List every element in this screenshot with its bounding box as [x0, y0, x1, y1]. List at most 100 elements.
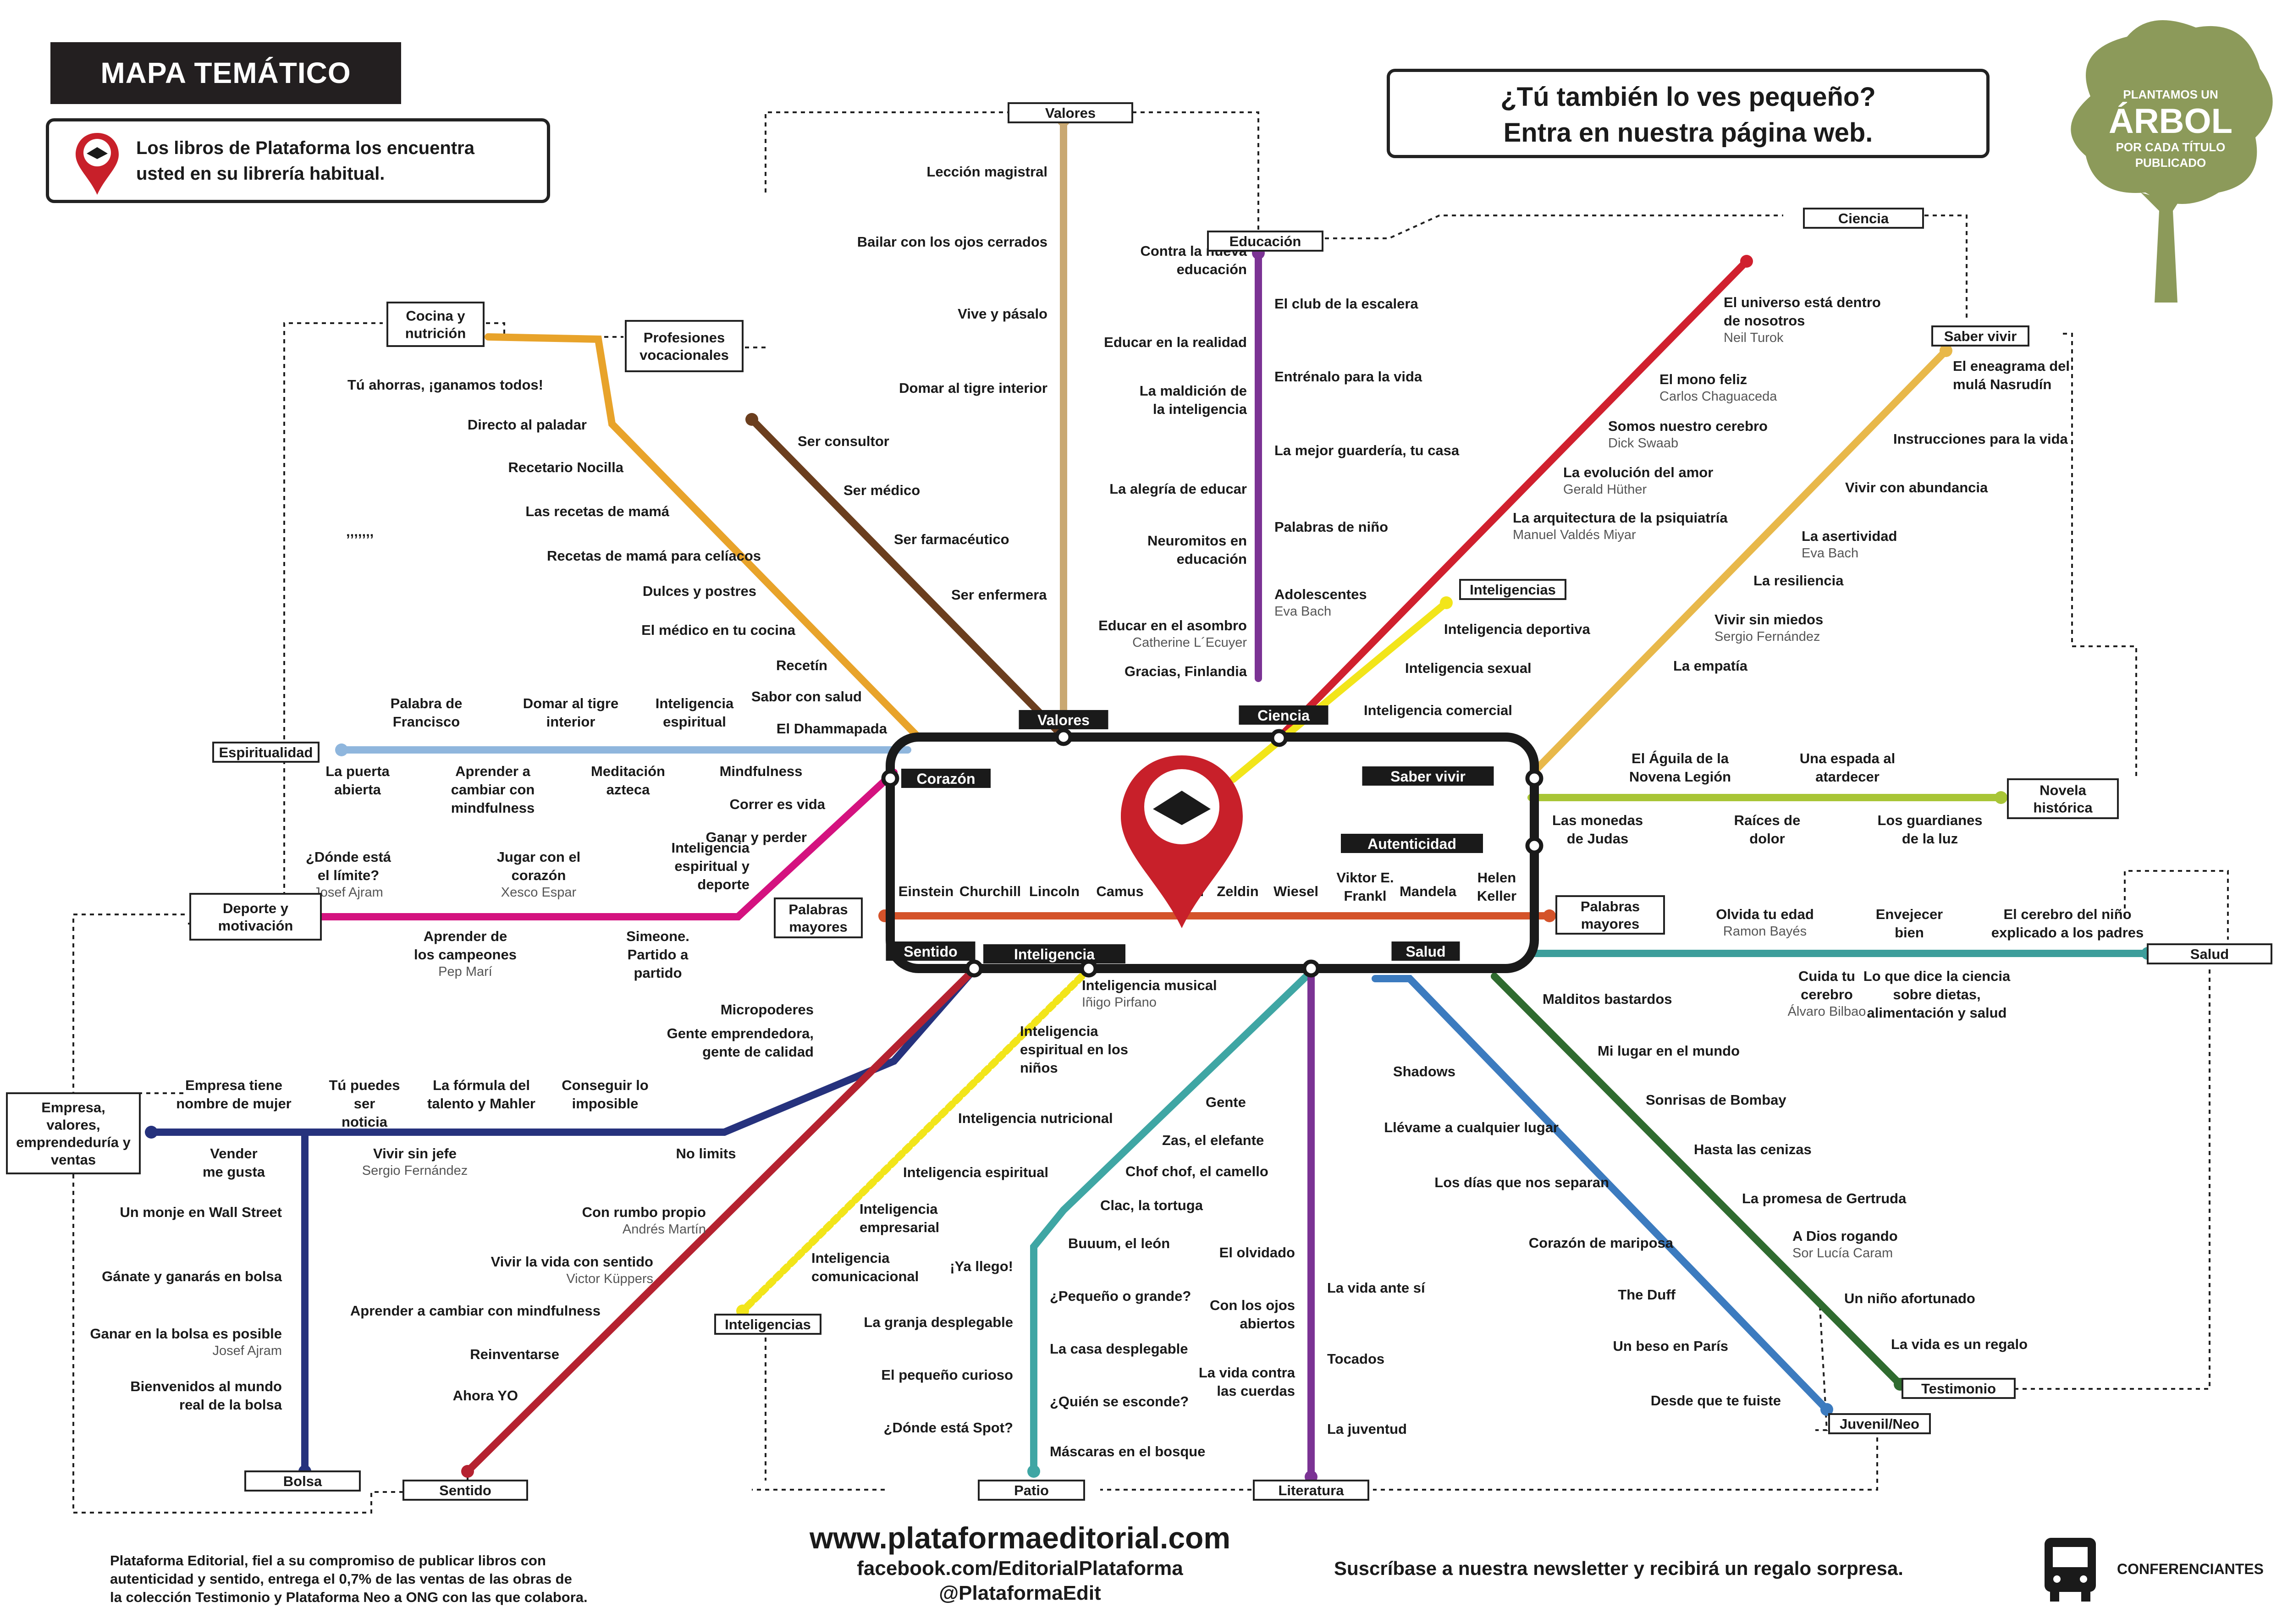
station-stop: Vivir con abundancia — [1845, 479, 1988, 495]
station-title: el límite? — [318, 867, 379, 883]
station-title: La empatía — [1673, 658, 1748, 674]
website-prompt-box[interactable]: ¿Tú también lo ves pequeño? Entra en nue… — [1387, 69, 1990, 158]
ring-station-plate — [901, 769, 991, 788]
station-stop: El club de la escalera — [1274, 296, 1418, 312]
station-title: Dulces y postres — [643, 583, 756, 599]
newsletter-text[interactable]: Suscríbase a nuestra newsletter y recibi… — [1334, 1558, 1903, 1579]
station-stop: Entrénalo para la vida — [1274, 369, 1422, 385]
station-stop: Un beso en París — [1613, 1338, 1728, 1354]
ring-interchange — [1080, 959, 1098, 978]
station-title: abiertos — [1240, 1316, 1295, 1332]
dashed-connector — [1132, 111, 1259, 234]
station-title: Lincoln — [1029, 883, 1080, 899]
station-title: Empresa tiene — [185, 1077, 282, 1093]
station-title: Los días que nos separan — [1434, 1174, 1609, 1190]
station-title: Un monje en Wall Street — [120, 1204, 282, 1220]
station-stop: Máscaras en el bosque — [1050, 1443, 1205, 1459]
speakers-link[interactable]: CONFERENCIANTES — [2117, 1561, 2264, 1577]
station-title: Olvida tu edad — [1716, 906, 1814, 922]
ring-interchange — [965, 959, 983, 978]
dashed-connector — [2063, 333, 2137, 779]
station-stop: Recetín — [776, 657, 827, 673]
terminal-box: Inteligencias — [1459, 579, 1566, 600]
station-author: Sergio Fernández — [1714, 629, 1820, 644]
station-title: Recetín — [776, 657, 827, 673]
station-author: Josef Ajram — [213, 1343, 282, 1358]
terminal-name: Literatura — [1279, 1482, 1345, 1498]
terminal-box: Ciencia — [1803, 208, 1924, 229]
terminal-name: Espiritualidad — [219, 744, 313, 760]
station-title: Novena Legión — [1629, 769, 1731, 785]
info-line-2: usted en su librería habitual. — [136, 164, 385, 184]
terminal-name: valores, — [46, 1117, 100, 1133]
station-title: cerebro — [1801, 986, 1853, 1002]
station-title: ser — [354, 1096, 375, 1112]
station-author: Pep Marí — [438, 964, 492, 979]
station-title: El universo está dentro — [1724, 294, 1881, 310]
station-title: noticia — [342, 1114, 388, 1130]
station-title: Con los ojos — [1210, 1297, 1295, 1313]
station-author: Sergio Fernández — [362, 1163, 468, 1178]
station-author: Carlos Chaguaceda — [1659, 389, 1777, 404]
station-title: Una espada al — [1800, 750, 1895, 766]
station-stop: Palabras de niño — [1274, 519, 1388, 535]
dashed-connector — [765, 111, 1009, 193]
station-title: real de la bolsa — [179, 1397, 282, 1413]
terminal-name: motivación — [218, 918, 293, 934]
website-link[interactable]: www.plataformaeditorial.com — [809, 1521, 1231, 1555]
facebook-link[interactable]: facebook.com/EditorialPlataforma — [857, 1557, 1183, 1580]
station-title: La mejor guardería, tu casa — [1274, 442, 1460, 458]
station-title: partido — [634, 965, 682, 981]
station-author: Sor Lucía Caram — [1792, 1246, 1893, 1261]
map-title: MAPA TEMÁTICO — [50, 42, 401, 104]
station-stop: La promesa de Gertruda — [1742, 1190, 1907, 1206]
station-title: Tocados — [1327, 1351, 1384, 1367]
terminal-box: Sentido — [402, 1480, 528, 1501]
station-title: Palabra de — [391, 695, 463, 711]
station-stop: Un niño afortunado — [1844, 1290, 1975, 1306]
ring-station-name: Saber vivir — [1390, 768, 1466, 785]
station-title: Aprender a — [455, 763, 530, 779]
terminal-frame — [189, 893, 322, 941]
station-title: Correr es vida — [730, 796, 826, 812]
twitter-link[interactable]: @PlataformaEdit — [939, 1582, 1101, 1604]
station-title: Vivir con abundancia — [1845, 479, 1988, 495]
station-title: La fórmula del — [433, 1077, 530, 1093]
station-stop: Chof chof, el camello — [1125, 1163, 1268, 1179]
station-title: sobre dietas, — [1893, 986, 1980, 1002]
station-author: Gerald Hüther — [1563, 482, 1647, 497]
station-title: Envejecer — [1876, 906, 1943, 922]
station-title: Vender — [210, 1145, 257, 1162]
station-stop: Ser consultor — [798, 433, 889, 449]
station-author: Catherine L´Ecuyer — [1132, 635, 1247, 650]
terminal-frame — [1253, 1480, 1369, 1501]
dashed-connector — [1373, 1421, 1878, 1491]
station-title: educación — [1177, 551, 1247, 567]
station-title: Inteligencia nutricional — [958, 1110, 1113, 1126]
station-stop: Ahora YO — [453, 1387, 518, 1404]
station-stop: El olvidado — [1219, 1244, 1295, 1261]
terminal-frame — [714, 1314, 821, 1335]
station-title: Con rumbo propio — [582, 1204, 706, 1220]
station-title: Los guardianes — [1877, 812, 1982, 828]
station-title: comunicacional — [811, 1268, 919, 1284]
station-stop: Churchill — [959, 883, 1021, 899]
